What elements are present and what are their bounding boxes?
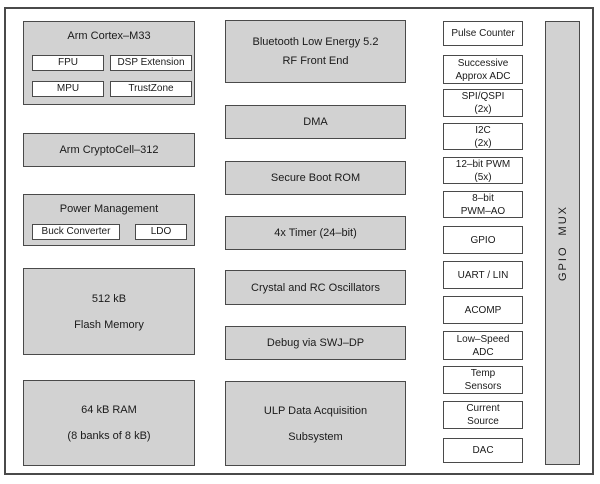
peripheral-temp-sensors: Temp Sensors: [443, 366, 523, 394]
peripheral-dac: DAC: [443, 438, 523, 463]
block-bluetooth-rf-front-end: Bluetooth Low Energy 5.2 RF Front End: [225, 20, 406, 83]
block-label: Buck Converter: [41, 226, 111, 237]
block-label: GPIO: [470, 234, 496, 246]
block-label: 12–bit PWM: [455, 158, 511, 170]
block-arm-cortex-m33: Arm Cortex–M33 FPU DSP Extension MPU Tru…: [23, 21, 195, 105]
block-label: Approx ADC: [455, 70, 511, 82]
peripheral-i2c: I2C (2x): [443, 123, 523, 150]
block-label: Current: [466, 403, 500, 414]
block-label: Secure Boot ROM: [270, 172, 361, 184]
block-label: LDO: [150, 226, 172, 237]
block-label: MPU: [56, 83, 80, 94]
peripheral-acomp: ACOMP: [443, 296, 523, 324]
block-label: Low–Speed: [456, 333, 510, 345]
block-label: UART / LIN: [457, 269, 509, 281]
peripheral-current-source: Current Source: [443, 401, 523, 429]
block-label: ACOMP: [464, 304, 502, 316]
block-dma: DMA: [225, 105, 406, 139]
block-secure-boot-rom: Secure Boot ROM: [225, 161, 406, 195]
block-label: Successive: [457, 57, 509, 69]
block-label: DSP Extension: [117, 57, 185, 68]
block-label: 512 kB: [91, 292, 127, 305]
peripheral-12bit-pwm: 12–bit PWM (5x): [443, 157, 523, 184]
block-gpio-mux: GPIO MUX: [545, 21, 580, 465]
peripheral-8bit-pwm-ao: 8–bit PWM–AO: [443, 191, 523, 218]
block-label: Temp: [470, 368, 496, 379]
block-oscillators: Crystal and RC Oscillators: [225, 270, 406, 305]
block-label: GPIO MUX: [556, 204, 569, 282]
block-label: (8 banks of 8 kB): [67, 430, 151, 442]
block-label: Source: [467, 416, 499, 427]
peripheral-uart-lin: UART / LIN: [443, 261, 523, 289]
peripheral-spi-qspi: SPI/QSPI (2x): [443, 89, 523, 117]
block-label: Power Management: [59, 203, 159, 215]
block-label: (5x): [474, 171, 492, 183]
block-ulp-data-acquisition: ULP Data Acquisition Subsystem: [225, 381, 406, 466]
block-label: Pulse Counter: [451, 28, 515, 39]
block-label: PWM–AO: [460, 205, 506, 217]
block-label: Arm Cortex–M33: [67, 30, 151, 42]
block-debug-swj-dp: Debug via SWJ–DP: [225, 326, 406, 360]
block-label: 64 kB RAM: [81, 404, 137, 416]
block-label: Bluetooth Low Energy 5.2: [252, 35, 379, 48]
block-label: RF Front End: [282, 54, 349, 67]
block-label: DMA: [303, 116, 328, 128]
block-dsp-extension: DSP Extension: [110, 55, 192, 71]
block-flash-memory: 512 kB Flash Memory: [23, 268, 195, 355]
block-label: FPU: [58, 57, 78, 68]
block-label: TrustZone: [128, 83, 174, 94]
block-fpu: FPU: [32, 55, 104, 71]
block-timer: 4x Timer (24–bit): [225, 216, 406, 250]
block-label: (2x): [474, 104, 492, 115]
diagram-frame: Arm Cortex–M33 FPU DSP Extension MPU Tru…: [4, 7, 594, 475]
peripheral-low-speed-adc: Low–Speed ADC: [443, 331, 523, 360]
block-label: 4x Timer (24–bit): [274, 227, 357, 239]
block-buck-converter: Buck Converter: [32, 224, 120, 240]
block-label: ULP Data Acquisition: [263, 404, 368, 417]
peripheral-pulse-counter: Pulse Counter: [443, 21, 523, 46]
block-label: Sensors: [464, 381, 502, 392]
block-label: Flash Memory: [74, 318, 144, 331]
block-label: SPI/QSPI: [461, 91, 505, 102]
block-label: ADC: [472, 346, 494, 358]
block-label: Crystal and RC Oscillators: [251, 281, 380, 294]
peripheral-successive-approx-adc: Successive Approx ADC: [443, 55, 523, 84]
block-label: Debug via SWJ–DP: [266, 337, 365, 349]
block-label: I2C: [475, 124, 491, 136]
block-power-management: Power Management Buck Converter LDO: [23, 194, 195, 246]
block-label: DAC: [472, 445, 494, 456]
block-label: Subsystem: [288, 430, 343, 443]
block-mpu: MPU: [32, 81, 104, 97]
block-trustzone: TrustZone: [110, 81, 192, 97]
block-ram: 64 kB RAM (8 banks of 8 kB): [23, 380, 195, 466]
block-arm-cryptocell-312: Arm CryptoCell–312: [23, 133, 195, 167]
block-ldo: LDO: [135, 224, 187, 240]
block-label: Arm CryptoCell–312: [59, 144, 159, 156]
peripheral-gpio: GPIO: [443, 226, 523, 254]
block-label: 8–bit: [472, 192, 494, 204]
block-label: (2x): [474, 137, 492, 149]
